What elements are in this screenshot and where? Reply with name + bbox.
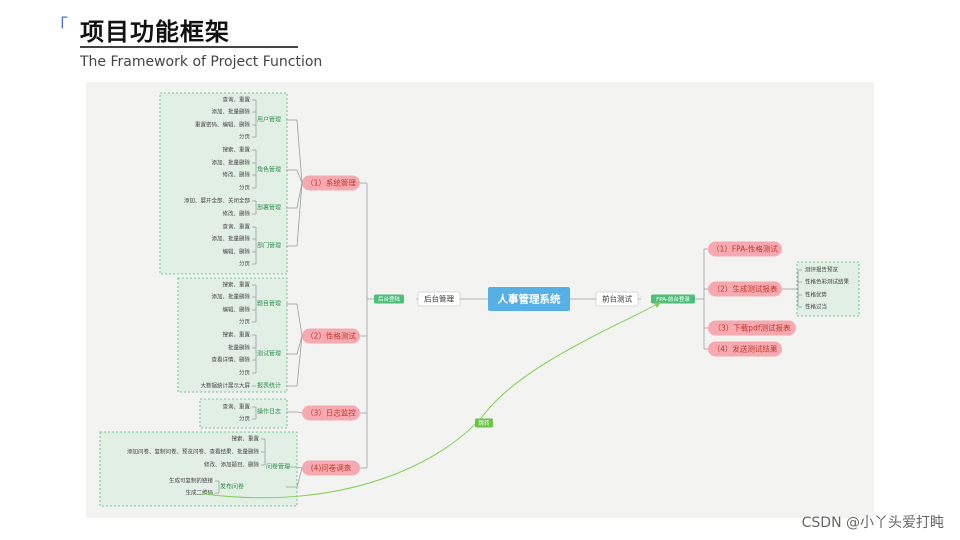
- root-node: [488, 287, 570, 311]
- left-group-4: [302, 460, 360, 476]
- right-group-3-label: （3）下载pdf测试报表: [714, 323, 791, 333]
- group-box: [99, 431, 298, 507]
- leaf-item: 添加问卷、复制问卷、预览问卷、查看结果、批量删除: [127, 448, 260, 456]
- sub-node: 部门管理: [257, 242, 281, 250]
- jump-link-curve: [203, 301, 662, 499]
- leaf-item: 查看详情、删除: [211, 356, 250, 364]
- right-group-2: [708, 281, 782, 297]
- leaf-item: 分页: [239, 260, 251, 268]
- leaf-item: 分页: [239, 369, 251, 377]
- leaf-item: 搜索、重置: [222, 281, 250, 289]
- sub-node: 部署管理: [257, 204, 281, 212]
- sub-node: 问卷管理: [266, 463, 290, 471]
- right-leaf-item: 性格优势: [805, 291, 828, 299]
- left-group-2-label: （2）性格测试: [306, 331, 356, 341]
- connector-line: [296, 119, 303, 184]
- right-leaf-item: 性格色彩测试结果: [805, 278, 850, 286]
- leaf-item: 批量删除: [228, 344, 251, 352]
- connector-line: [296, 335, 303, 387]
- left-group-4-label: (4)问卷调查: [311, 463, 352, 473]
- leaf-item: 添加、批量删除: [211, 293, 250, 301]
- sub-node: 角色管理: [257, 166, 281, 174]
- leaf-item: 修改、添加题目、删除: [204, 461, 260, 469]
- connector-line: [296, 303, 303, 337]
- connector-line: [296, 467, 303, 488]
- left-login-tag: [374, 294, 404, 304]
- connector-line: [296, 411, 303, 414]
- leaf-item: 搜索、重置: [231, 435, 259, 443]
- right-group-3: [708, 320, 796, 336]
- title-underline: [80, 46, 298, 48]
- right-branch-node-label: 前台测试: [602, 294, 632, 304]
- right-group-2-label: （2）生成测试报表: [713, 284, 778, 294]
- right-login-tag: [651, 294, 695, 304]
- group-box: [159, 92, 288, 275]
- leaf-item: 修改、删除: [222, 210, 250, 218]
- group-box: [177, 277, 288, 393]
- sub-node: 用户管理: [257, 116, 281, 124]
- leaf-item: 查询、重置: [222, 223, 250, 231]
- jump-link-tag: [475, 418, 493, 428]
- right-group-1-label: （1）FPA-性格测试: [712, 244, 778, 254]
- connector-line: [296, 466, 303, 469]
- leaf-item: 编辑、删除: [222, 306, 250, 314]
- right-login-tag-label: FPA-前台登录: [656, 295, 690, 303]
- page-subtitle: The Framework of Project Function: [80, 54, 323, 70]
- root-node-label: 人事管理系统: [498, 293, 561, 306]
- right-leaf-item: 性格过当: [805, 303, 827, 311]
- sub-node: 题目管理: [257, 300, 281, 308]
- leaf-item: 搜索、重置: [222, 331, 250, 339]
- sub-node: 报表统计: [257, 382, 281, 390]
- leaf-item: 编辑、删除: [222, 248, 250, 256]
- leaf-item: 查询、重置: [222, 96, 250, 104]
- left-group-3-label: （3）日志监控: [306, 408, 356, 418]
- left-branch-node: [417, 291, 461, 307]
- group-box: [199, 398, 288, 429]
- right-detail-box: [796, 261, 860, 317]
- leaf-item: 生成可复制的链接: [169, 477, 214, 485]
- right-branch-node: [595, 291, 639, 307]
- left-group-1: [302, 175, 360, 191]
- watermark: CSDN @小丫头爱打盹: [801, 515, 944, 531]
- leaf-item: 分页: [239, 415, 251, 423]
- leaf-item: 分页: [239, 318, 251, 326]
- left-login-tag-label: 后台登陆: [378, 295, 401, 303]
- page-title: 项目功能框架: [80, 17, 230, 46]
- leaf-item: 添加、批量删除: [211, 108, 250, 116]
- leaf-item: 修改、删除: [222, 171, 250, 179]
- left-branch-node-label: 后台管理: [424, 294, 454, 304]
- sub-node: 操作日志: [257, 408, 281, 416]
- right-group-1: [708, 241, 782, 257]
- left-group-3: [302, 405, 360, 421]
- jump-link-tag-label: 跳转: [478, 419, 490, 427]
- leaf-item: 查询、重置: [222, 403, 250, 411]
- connector-line: [296, 335, 303, 355]
- leaf-item: 搜索、重置: [222, 146, 250, 154]
- right-group-4-label: （4）发送测试结果: [713, 344, 778, 354]
- leaf-item: 添加、批量删除: [211, 159, 250, 167]
- jump-link-arrowhead: [654, 302, 661, 308]
- leaf-item: 大数据统计展示大屏: [200, 382, 250, 390]
- connector-line: [296, 182, 303, 247]
- left-group-2: [302, 328, 360, 344]
- leaf-item: 重置密码、编辑、删除: [195, 121, 251, 129]
- left-group-1-label: （1）系统管理: [306, 178, 356, 188]
- leaf-item: 添加、展开全部、关闭全部: [184, 197, 251, 205]
- leaf-item: 分页: [239, 184, 251, 192]
- connector-line: [296, 169, 303, 184]
- right-leaf-item: 测评报告预览: [805, 266, 839, 274]
- leaf-item: 分页: [239, 133, 251, 141]
- leaf-item: 生成二维码: [185, 489, 213, 497]
- sub-node: 测试管理: [257, 350, 281, 358]
- right-group-4: [708, 341, 782, 357]
- bracket-icon: 「: [50, 16, 68, 37]
- sub-node: 发布问卷: [220, 483, 244, 491]
- connector-line: [296, 182, 303, 209]
- leaf-item: 添加、批量删除: [211, 235, 250, 243]
